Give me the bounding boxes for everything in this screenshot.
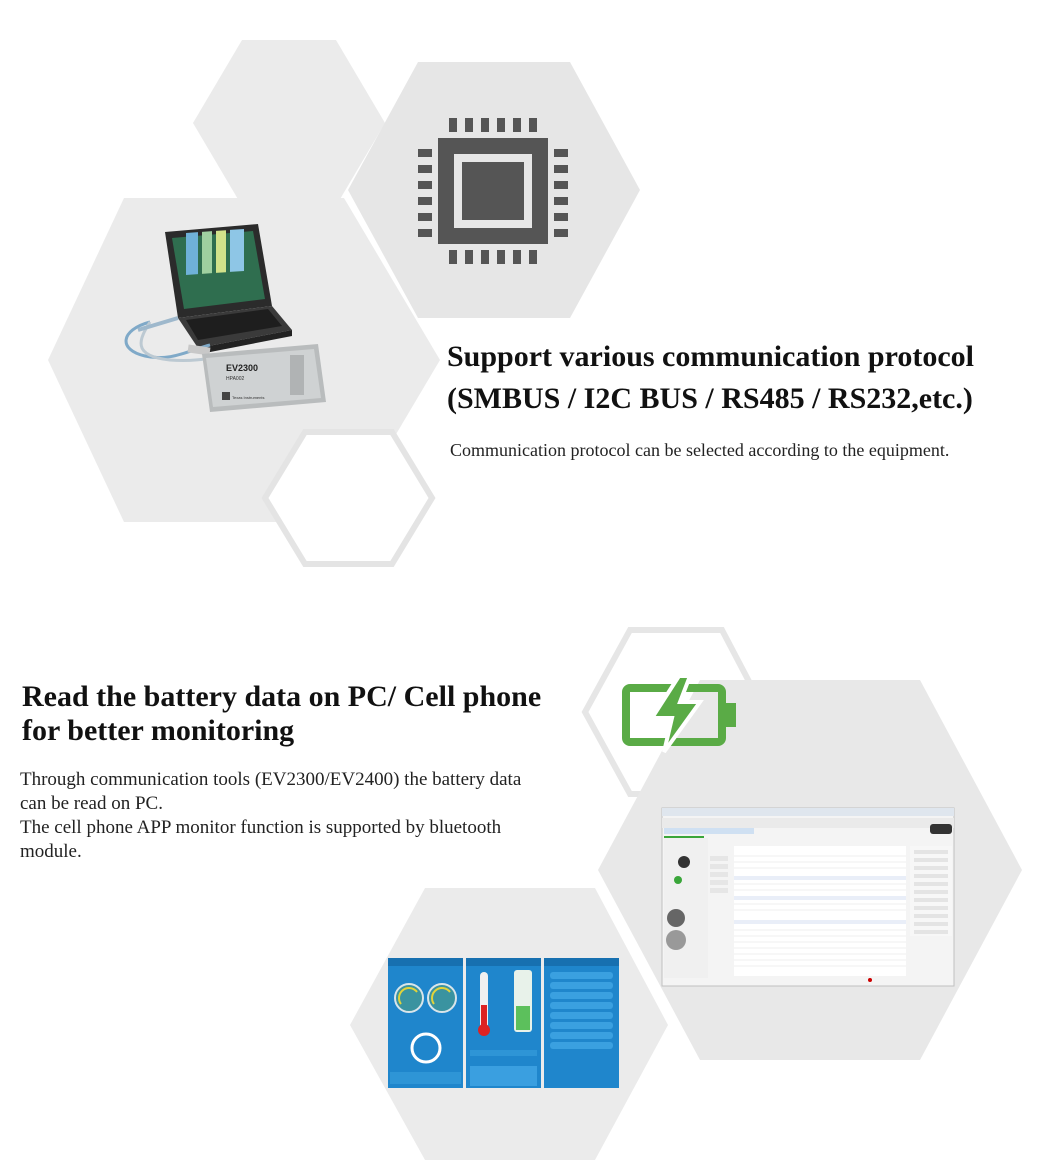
svg-text:Texas Instruments: Texas Instruments [232,395,264,400]
section2-description: Through communication tools (EV2300/EV24… [20,768,560,864]
ev2300-device: EV2300 HPA002 Texas Instruments [202,344,326,412]
section2-description-line: The cell phone APP monitor function is s… [20,817,502,838]
section2-description-line: can be read on PC. [20,793,163,814]
section2-description-line: Through communication tools (EV2300/EV24… [20,769,522,790]
section2-heading-line1: Read the battery data on PC/ Cell phone [22,680,542,713]
section1-heading-line1: Support various communication protocol [447,340,974,373]
section1-description: Communication protocol can be selected a… [450,440,950,460]
section2-description-line: module. [20,841,82,862]
hexagon-top-small [193,40,385,206]
hexagon-outline-small [261,429,436,567]
svg-text:EV2300: EV2300 [226,363,258,373]
laptop-image [165,224,292,354]
section1-heading-line2: (SMBUS / I2C BUS / RS485 / RS232,etc.) [447,382,973,415]
svg-text:HPA002: HPA002 [226,376,244,382]
section2-heading-line2: for better monitoring [22,714,295,747]
